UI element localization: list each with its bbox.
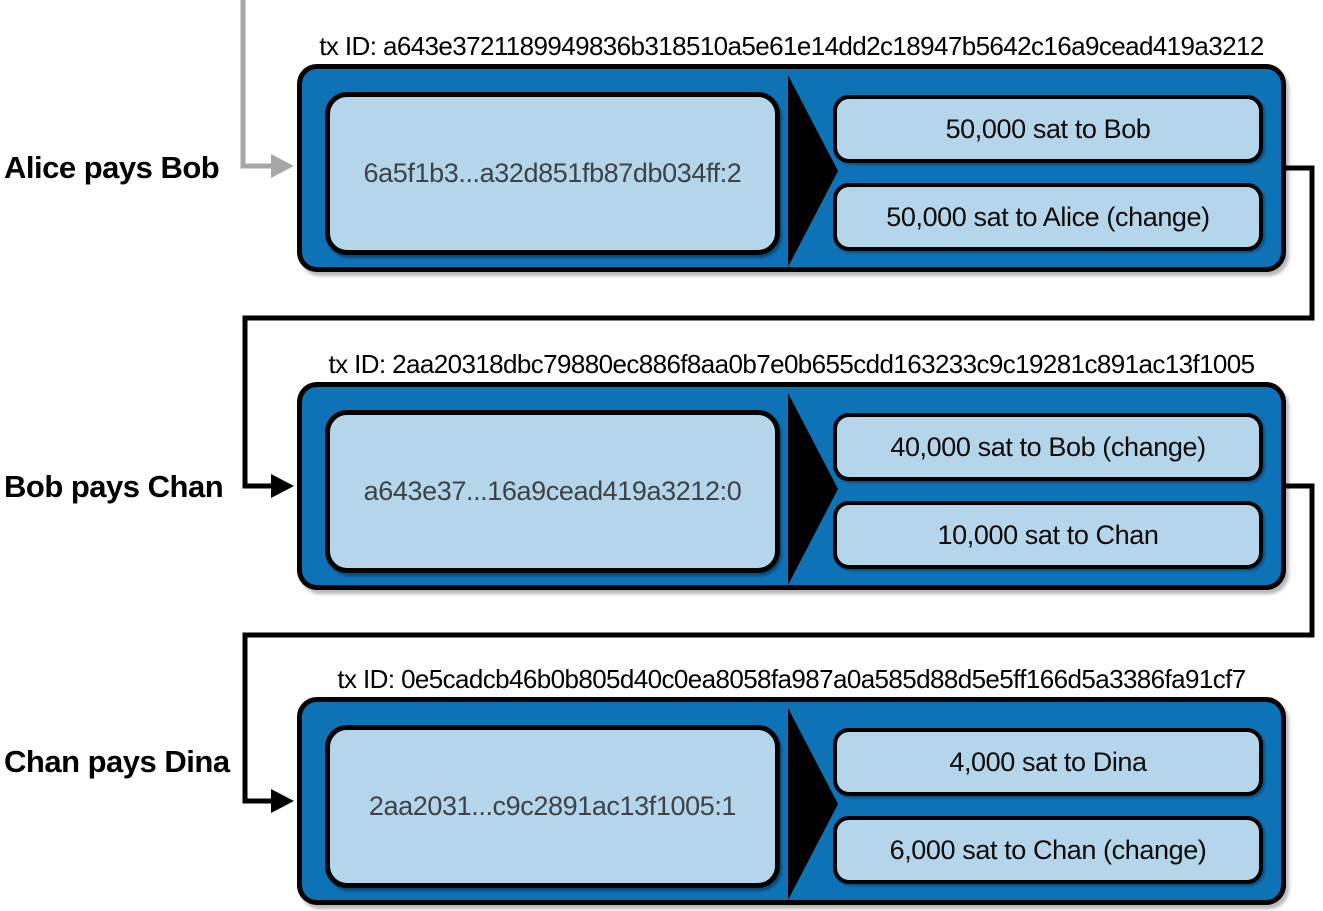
transaction-card-2: tx ID: 2aa20318dbc79880ec886f8aa0b7e0b65… (297, 347, 1286, 590)
row-label-alice-pays-bob: Alice pays Bob (4, 150, 220, 185)
tx3-input: 2aa2031...c9c2891ac13f1005:1 (325, 725, 780, 888)
tx2-input-to-output-arrow-icon (788, 393, 838, 585)
tx2-output-1: 40,000 sat to Bob (change) (833, 413, 1263, 481)
tx3-id-label: tx ID: 0e5cadcb46b0b805d40c0ea8058fa987a… (337, 664, 1246, 694)
tx3-box: 2aa2031...c9c2891ac13f1005:1 4,000 sat t… (297, 697, 1286, 905)
tx2-input: a643e37...16a9cead419a3212:0 (325, 410, 780, 573)
transaction-card-1: tx ID: a643e3721189949836b318510a5e61e14… (297, 29, 1286, 272)
tx3-output-1: 4,000 sat to Dina (833, 728, 1263, 796)
tx1-output-1: 50,000 sat to Bob (833, 95, 1263, 163)
tx2-arrowhead-icon (271, 474, 294, 498)
tx3-output-2: 6,000 sat to Chan (change) (833, 816, 1263, 884)
tx2-output-2: 10,000 sat to Chan (833, 501, 1263, 569)
tx1-input-to-output-arrow-icon (788, 75, 838, 267)
tx3-input-to-output-arrow-icon (788, 708, 838, 900)
tx1-id-label: tx ID: a643e3721189949836b318510a5e61e14… (319, 31, 1264, 61)
funding-arrowhead-icon (271, 154, 294, 178)
tx2-id-label: tx ID: 2aa20318dbc79880ec886f8aa0b7e0b65… (328, 349, 1255, 379)
tx1-output-2: 50,000 sat to Alice (change) (833, 183, 1263, 251)
tx3-arrowhead-icon (271, 789, 294, 813)
tx1-box: 6a5f1b3...a32d851fb87db034ff:2 50,000 sa… (297, 64, 1286, 272)
tx2-box: a643e37...16a9cead419a3212:0 40,000 sat … (297, 382, 1286, 590)
row-label-bob-pays-chan: Bob pays Chan (4, 469, 224, 504)
funding-arrow (240, 0, 294, 178)
tx1-input: 6a5f1b3...a32d851fb87db034ff:2 (325, 92, 780, 255)
transaction-card-3: tx ID: 0e5cadcb46b0b805d40c0ea8058fa987a… (297, 662, 1286, 905)
row-label-chan-pays-dina: Chan pays Dina (4, 744, 230, 779)
